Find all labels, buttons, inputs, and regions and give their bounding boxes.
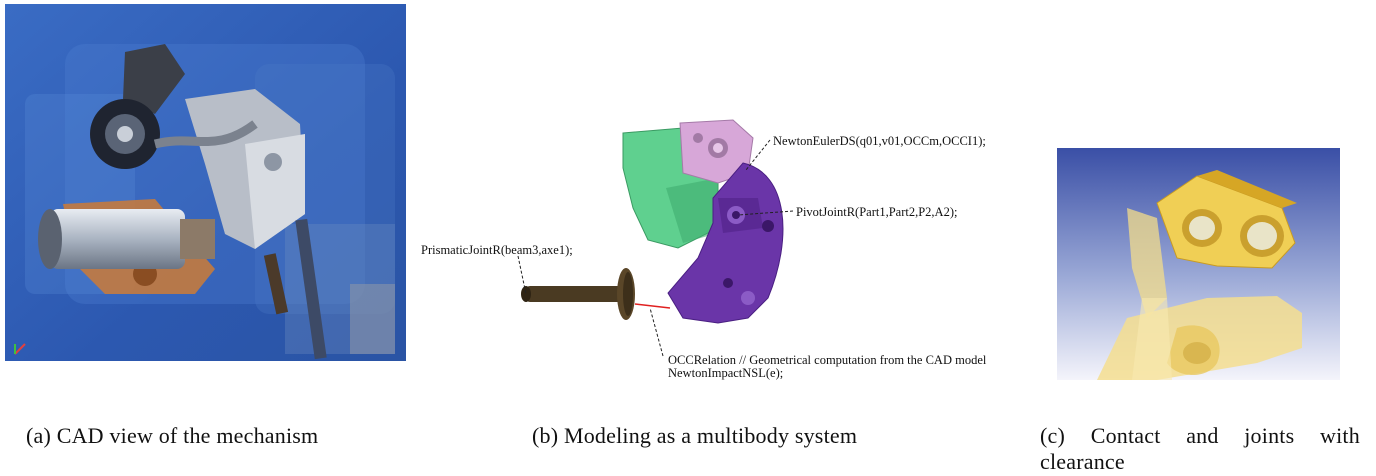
contact-clearance-illustration xyxy=(1057,148,1340,380)
contact-line xyxy=(634,303,671,309)
newton-euler-label: NewtonEulerDS(q01,v01,OCCm,OCCI1); xyxy=(773,134,986,148)
caption-c-word: and xyxy=(1186,423,1219,448)
caption-c-line2: clearance xyxy=(1040,449,1125,474)
caption-a: (a) CAD view of the mechanism xyxy=(26,423,319,448)
newton-impact-label: NewtonImpactNSL(e); xyxy=(668,366,783,380)
caption-c-word: with xyxy=(1320,423,1360,448)
prismatic-joint-label: PrismaticJointR(beam3,axe1); xyxy=(421,243,573,257)
multibody-model-figure: NewtonEulerDS(q01,v01,OCCm,OCCI1); Pivot… xyxy=(418,118,1018,380)
caption-c-line1: (c) Contact and joints with xyxy=(1040,423,1360,449)
occ-relation-label: OCCRelation // Geometrical computation f… xyxy=(668,353,987,367)
multibody-model-illustration: NewtonEulerDS(q01,v01,OCCm,OCCI1); Pivot… xyxy=(421,119,987,380)
caption-c-word: Contact xyxy=(1090,423,1161,448)
caption-c: (c) Contact and joints with clearance xyxy=(1040,423,1360,475)
caption-c-word: joints xyxy=(1244,423,1295,448)
caption-c-word: (c) xyxy=(1040,423,1066,448)
beam-part xyxy=(526,286,626,302)
pivot-joint-label: PivotJointR(Part1,Part2,P2,A2); xyxy=(796,205,957,219)
caption-b: (b) Modeling as a multibody system xyxy=(532,423,858,448)
contact-clearance-image xyxy=(1057,148,1340,380)
cad-mechanism-illustration xyxy=(5,4,406,361)
cad-view-image xyxy=(5,4,406,361)
